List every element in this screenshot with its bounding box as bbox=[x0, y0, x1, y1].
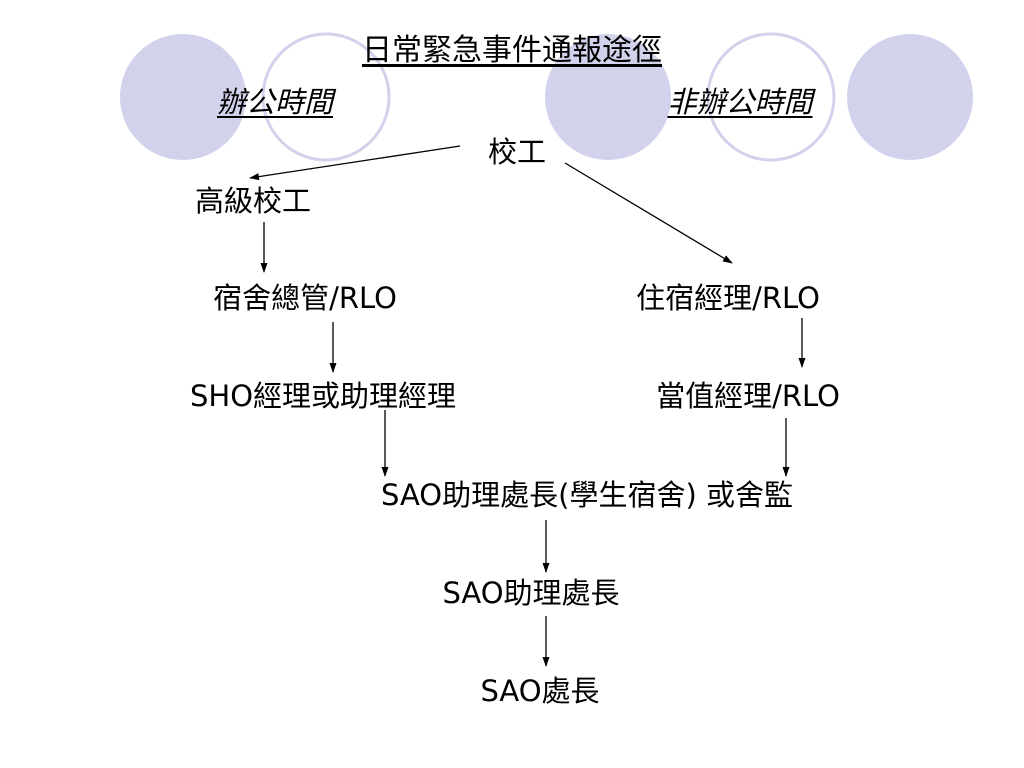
decor-circle-2 bbox=[261, 32, 391, 162]
node-sao-assistant-director: SAO助理處長 bbox=[442, 576, 620, 610]
node-duty-manager-rlo: 當值經理/RLO bbox=[656, 379, 840, 413]
node-hall-manager-rlo: 宿舍總管/RLO bbox=[213, 281, 397, 315]
node-sao-assistant-director-or-warden: SAO助理處長(學生宿舍) 或舍監 bbox=[381, 478, 793, 512]
office-hours-label: 辦公時間 bbox=[216, 85, 334, 119]
arrow-janitor-to-residence-manager bbox=[564, 162, 733, 264]
non-office-hours-label: 非辦公時間 bbox=[667, 85, 813, 119]
node-janitor: 校工 bbox=[487, 135, 547, 169]
node-sao-director: SAO處長 bbox=[480, 674, 600, 708]
decor-circle-3 bbox=[545, 34, 671, 160]
decor-circle-5 bbox=[847, 34, 973, 160]
slide-title: 日常緊急事件通報途徑 bbox=[362, 33, 662, 68]
decor-circle-4 bbox=[706, 32, 836, 162]
node-sho-manager: SHO經理或助理經理 bbox=[189, 379, 457, 413]
node-residence-manager-rlo: 住宿經理/RLO bbox=[636, 281, 820, 315]
node-senior-janitor: 高級校工 bbox=[194, 184, 312, 218]
decor-circle-1 bbox=[120, 34, 246, 160]
arrow-janitor-to-senior-janitor bbox=[249, 145, 461, 181]
